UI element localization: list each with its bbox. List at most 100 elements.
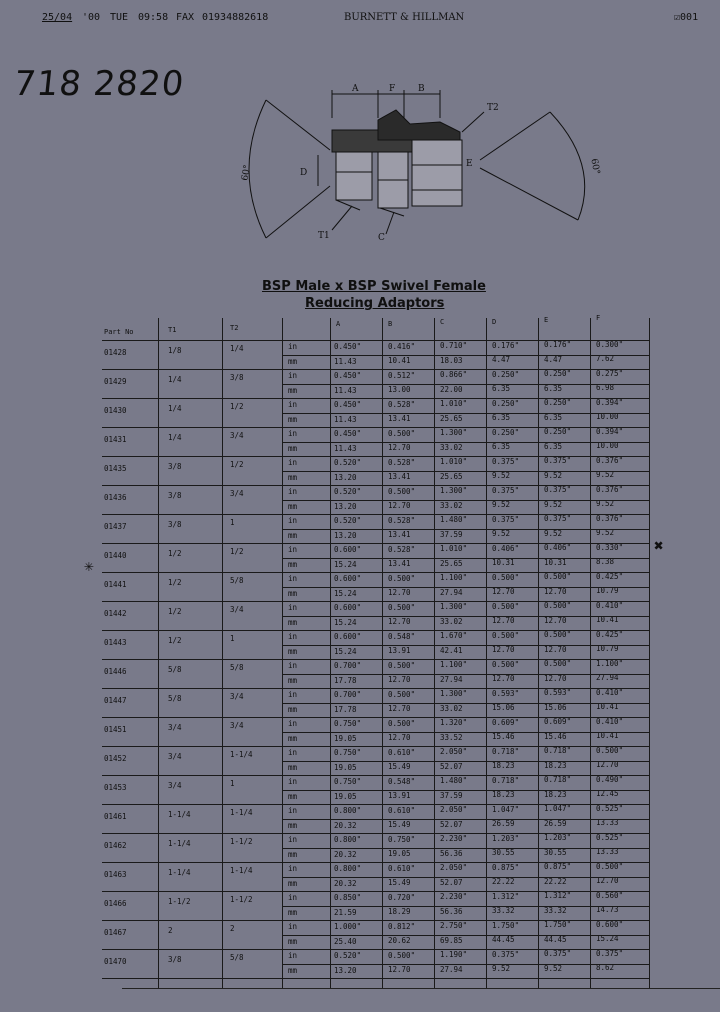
cell-t2: 1 xyxy=(230,779,235,788)
cell-c-mm: 25.65 xyxy=(440,471,463,481)
cell-part-no: 01443 xyxy=(104,638,127,647)
cell-a-in: 0.800" xyxy=(334,864,362,873)
cell-d-in: 0.718" xyxy=(492,775,520,785)
unit-divider xyxy=(282,354,650,356)
fax-year: '00 xyxy=(82,12,101,23)
cell-f-mm: 13.33 xyxy=(596,818,619,827)
cell-unit-in: in xyxy=(288,661,298,670)
cell-t1: 3/4 xyxy=(168,723,182,732)
cell-a-mm: 20.32 xyxy=(334,849,357,859)
row-divider xyxy=(102,543,650,544)
cell-e-mm: 9.52 xyxy=(544,499,563,509)
dim-label-a: A xyxy=(351,84,359,94)
cell-t1: 1/4 xyxy=(168,433,182,442)
cell-t1: 1/4 xyxy=(168,375,182,384)
cell-a-in: 0.450" xyxy=(334,429,362,438)
cell-d-mm: 15.46 xyxy=(492,732,515,741)
cell-e-mm: 6.35 xyxy=(544,383,563,393)
cell-f-in: 1.100" xyxy=(596,658,624,668)
cell-c-mm: 27.94 xyxy=(440,964,463,974)
cell-d-mm: 30.55 xyxy=(492,848,515,857)
unit-divider xyxy=(282,905,650,907)
cell-c-in: 1.300" xyxy=(440,486,468,495)
cell-unit-in: in xyxy=(288,777,298,786)
cell-e-in: 0.718" xyxy=(544,775,572,784)
cell-b-mm: 18.29 xyxy=(388,907,411,916)
dim-label-e: E xyxy=(466,159,473,169)
page-number: ☑001 xyxy=(674,12,698,23)
cell-a-mm: 20.32 xyxy=(334,878,357,888)
cell-part-no: 01441 xyxy=(104,580,127,589)
dim-label-c: C xyxy=(378,233,385,243)
cell-unit-mm: mm xyxy=(288,501,298,511)
cell-f-mm: 13.33 xyxy=(596,847,619,856)
cell-t2: 1/2 xyxy=(230,547,244,556)
page-title: BSP Male x BSP Swivel Female xyxy=(262,279,486,294)
cell-t1: 3/8 xyxy=(168,491,182,500)
cell-unit-in: in xyxy=(288,516,298,525)
cell-c-in: 2.230" xyxy=(440,892,468,901)
cell-a-in: 0.750" xyxy=(334,777,362,786)
cell-b-mm: 10.41 xyxy=(388,356,411,365)
cell-t2: 2 xyxy=(230,924,235,933)
cell-e-mm: 9.52 xyxy=(544,963,563,973)
row-divider xyxy=(102,601,650,602)
cell-e-in: 0.500" xyxy=(544,601,572,610)
cell-t1: 3/8 xyxy=(168,520,182,529)
cell-b-in: 0.812" xyxy=(388,921,416,931)
cell-f-in: 0.600" xyxy=(596,919,624,929)
cell-c-mm: 33.02 xyxy=(440,500,463,510)
cell-a-mm: 21.59 xyxy=(334,907,357,917)
cell-c-mm: 25.65 xyxy=(440,558,463,568)
cell-b-mm: 13.41 xyxy=(388,472,411,481)
cell-f-in: 0.525" xyxy=(596,803,624,813)
row-divider xyxy=(102,630,650,631)
unit-divider xyxy=(282,644,650,646)
cell-a-mm: 11.43 xyxy=(334,443,357,453)
cell-part-no: 01452 xyxy=(104,754,127,763)
cell-a-mm: 11.43 xyxy=(334,356,357,366)
cell-b-in: 0.720" xyxy=(388,892,416,902)
cell-e-mm: 15.46 xyxy=(544,731,567,741)
cell-t1: 5/8 xyxy=(168,665,182,674)
cell-t1: 1-1/4 xyxy=(168,868,191,877)
cell-e-in: 0.406" xyxy=(544,543,572,552)
cell-unit-mm: mm xyxy=(288,878,298,888)
cell-b-in: 0.528" xyxy=(388,515,416,525)
cell-e-in: 0.875" xyxy=(544,862,572,871)
cell-a-mm: 13.20 xyxy=(334,501,357,511)
cell-b-in: 0.500" xyxy=(388,428,416,438)
unit-divider xyxy=(282,441,650,443)
unit-divider xyxy=(282,673,650,675)
cell-e-mm: 33.32 xyxy=(544,905,567,915)
cell-unit-mm: mm xyxy=(288,530,298,540)
cell-t2: 5/8 xyxy=(230,663,244,672)
row-divider xyxy=(102,485,650,486)
cell-d-mm: 10.31 xyxy=(492,558,515,567)
cell-unit-in: in xyxy=(288,835,298,844)
cell-a-mm: 15.24 xyxy=(334,588,357,598)
cell-f-mm: 10.41 xyxy=(596,615,619,624)
cell-part-no: 01463 xyxy=(104,870,127,879)
cell-c-mm: 56.36 xyxy=(440,906,463,916)
cell-f-mm: 7.62 xyxy=(596,354,615,363)
cell-e-in: 0.609" xyxy=(544,717,572,726)
cell-e-mm: 26.59 xyxy=(544,818,567,828)
cell-f-mm: 10.41 xyxy=(596,702,619,711)
page-icon: ☑ xyxy=(674,12,681,23)
cell-part-no: 01437 xyxy=(104,522,127,531)
cell-t1: 3/4 xyxy=(168,781,182,790)
cell-unit-mm: mm xyxy=(288,704,298,714)
row-divider xyxy=(102,978,650,979)
cell-f-mm: 10.79 xyxy=(596,586,619,595)
cell-f-mm: 9.52 xyxy=(596,499,615,508)
cell-b-in: 0.500" xyxy=(388,486,416,496)
unit-divider xyxy=(282,528,650,530)
cell-e-in: 0.375" xyxy=(544,456,572,465)
cell-part-no: 01431 xyxy=(104,435,127,444)
cell-a-in: 0.800" xyxy=(334,806,362,815)
unit-divider xyxy=(282,557,650,559)
row-divider xyxy=(102,659,650,660)
cell-d-in: 0.718" xyxy=(492,746,520,756)
